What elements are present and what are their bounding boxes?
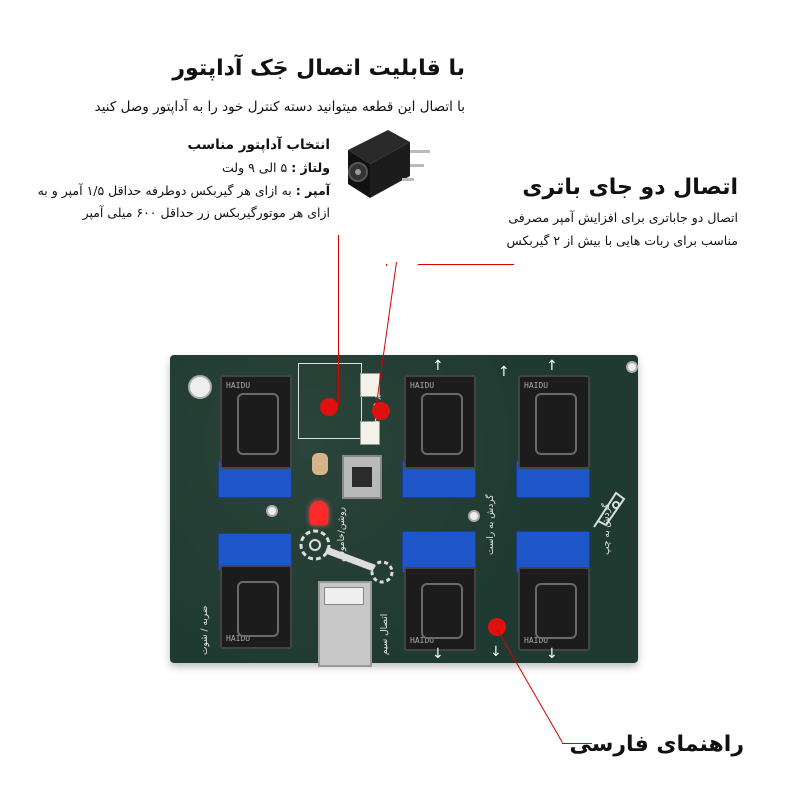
resistor: [312, 453, 328, 475]
arrow-down-icon: ↓: [432, 646, 444, 662]
haidu-switch[interactable]: HAIDU: [220, 375, 292, 469]
turn-right-label: گردش به راست: [486, 494, 496, 555]
dc-jack-image: [338, 120, 438, 200]
voltage-label: ولتاژ :: [291, 160, 330, 175]
battery-description-line1: اتصال دو جاباتری برای افزایش آمپر مصرفی: [508, 210, 738, 225]
turn-left-label: گردش به چپ: [602, 503, 612, 555]
battery-pointer-line: [418, 264, 514, 265]
ampere-label: آمپر :: [295, 183, 330, 198]
jack-footprint: [298, 363, 362, 439]
adapter-select-heading: انتخاب آداپتور مناسب: [187, 137, 330, 153]
adapter-ampere-row: آمپر : به ازای هر گیربکس دوطرفه حداقل ۱/…: [38, 183, 330, 198]
rocket-icon: [593, 491, 626, 528]
battery-description-line2: مناسب برای ربات هایی با بیش از ۲ گیربکس: [506, 233, 739, 248]
adapter-title: با قابلیت اتصال جَک آداپتور: [172, 56, 465, 81]
arrow-up-icon: ↑: [546, 358, 558, 374]
arrow-down-icon: ↓: [546, 646, 558, 662]
mount-hole: [266, 505, 278, 517]
guide-title: راهنمای فارسی: [569, 732, 745, 757]
wire-label: اتصال سیم: [380, 613, 390, 655]
terminal-block: [402, 531, 476, 573]
battery-title: اتصال دو جای باتری: [522, 175, 738, 200]
ampere-value-line2: ازای هر موتورگیربکس زر حداقل ۶۰۰ میلی آم…: [82, 205, 330, 220]
arrow-up-icon: ↑: [432, 358, 444, 374]
mount-hole: [626, 361, 638, 373]
voltage-value: ۵ الی ۹ ولت: [222, 160, 288, 175]
haidu-switch[interactable]: HAIDU: [404, 567, 476, 651]
ampere-value-line1: به ازای هر گیربکس دوطرفه حداقل ۱/۵ آمپر …: [37, 183, 292, 198]
guide-pointer-tail: [562, 743, 592, 744]
led: [310, 501, 328, 525]
terminal-block: [218, 533, 292, 571]
battery-pointer-dot: [372, 402, 390, 420]
arrow-down-icon: ↓: [490, 644, 502, 660]
push-button: [342, 455, 382, 499]
adapter-pointer-dot: [320, 398, 338, 416]
haidu-switch[interactable]: HAIDU: [220, 565, 292, 649]
haidu-switch[interactable]: HAIDU: [518, 375, 590, 469]
left-label: ضربه / شوت: [200, 605, 210, 655]
mount-hole: [188, 375, 212, 399]
mount-hole: [468, 510, 480, 522]
haidu-switch[interactable]: HAIDU: [518, 567, 590, 651]
usb-port: [318, 581, 372, 667]
arrow-up-icon: ↑: [498, 364, 510, 380]
battery-connector: [360, 421, 380, 445]
pcb-board: باتری ۲ روشن/خاموش HAIDU HAIDU ↑ HAIDU ↑…: [170, 355, 638, 667]
adapter-voltage-row: ولتاژ : ۵ الی ۹ ولت: [222, 160, 330, 175]
haidu-switch[interactable]: HAIDU: [404, 375, 476, 469]
adapter-pointer-line: [338, 235, 339, 405]
guide-pointer-dot: [488, 618, 506, 636]
gears-icon: [299, 529, 394, 584]
terminal-block: [516, 531, 590, 573]
adapter-description: با اتصال این قطعه میتوانید دسته کنترل خو…: [94, 99, 465, 115]
